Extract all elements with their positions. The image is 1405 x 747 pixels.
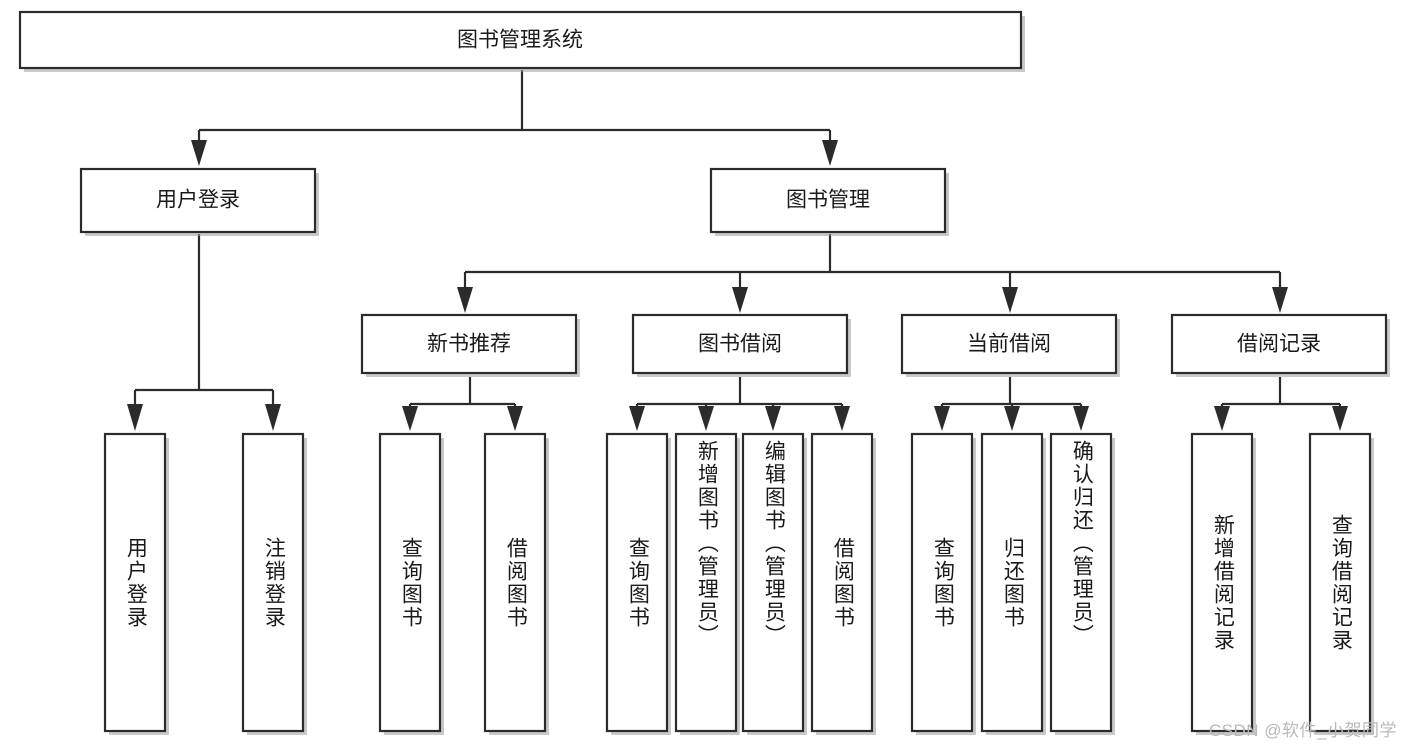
node-book-borrow[interactable]: 图书借阅 bbox=[631, 313, 851, 377]
node-book-management-label: 图书管理 bbox=[786, 189, 870, 212]
arrowhead-leaf-current-borrow-2 bbox=[1073, 406, 1089, 431]
arrowhead-leaf-user-login-1 bbox=[265, 404, 281, 431]
leaf-new-book-0-box[interactable] bbox=[378, 432, 442, 733]
arrowhead-leaf-new-book-1 bbox=[507, 406, 523, 431]
node-book-management-box[interactable] bbox=[709, 167, 947, 234]
watermark-text: CSDN @软件_小贺同学 bbox=[1208, 721, 1397, 740]
arrowhead-leaf-book-borrow-1 bbox=[698, 406, 714, 431]
arrowhead-leaf-user-login-0 bbox=[127, 404, 143, 431]
node-borrow-record[interactable]: 借阅记录 bbox=[1170, 313, 1390, 377]
leaf-borrow-record-0-box[interactable] bbox=[1190, 432, 1254, 733]
arrowhead-leaf-book-borrow-3 bbox=[834, 406, 850, 431]
leaf-book-borrow-2-box[interactable] bbox=[741, 432, 805, 733]
leaf-current-borrow-1-box[interactable] bbox=[980, 432, 1044, 733]
node-root-box[interactable] bbox=[18, 10, 1023, 70]
node-new-book-recommend-box[interactable] bbox=[360, 313, 578, 375]
node-new-book-recommend[interactable]: 新书推荐 bbox=[360, 313, 580, 377]
node-root[interactable]: 图书管理系统 bbox=[18, 10, 1025, 72]
arrowhead-book-borrow bbox=[732, 287, 748, 313]
leaf-current-borrow-2-box[interactable] bbox=[1049, 432, 1113, 733]
arrowhead-leaf-borrow-record-1 bbox=[1332, 406, 1348, 431]
arrowhead-leaf-new-book-0 bbox=[402, 406, 418, 431]
arrowhead-borrow-record bbox=[1272, 287, 1288, 313]
node-new-book-recommend-label: 新书推荐 bbox=[427, 333, 511, 356]
node-current-borrow-box[interactable] bbox=[900, 313, 1118, 375]
node-user-login-box[interactable] bbox=[79, 167, 317, 234]
node-borrow-record-box[interactable] bbox=[1170, 313, 1388, 375]
leaf-borrow-record-1-box[interactable] bbox=[1308, 432, 1372, 733]
node-book-borrow-box[interactable] bbox=[631, 313, 849, 375]
arrowhead-user-login bbox=[191, 140, 207, 166]
leaf-book-borrow-3-box[interactable] bbox=[810, 432, 874, 733]
arrowhead-leaf-current-borrow-1 bbox=[1004, 406, 1020, 431]
node-book-management[interactable]: 图书管理 bbox=[709, 167, 949, 236]
leaf-book-borrow-1-box[interactable] bbox=[674, 432, 738, 733]
arrowhead-leaf-current-borrow-0 bbox=[934, 406, 950, 431]
arrowhead-leaf-borrow-record-0 bbox=[1214, 406, 1230, 431]
node-current-borrow-label: 当前借阅 bbox=[967, 333, 1051, 356]
node-root-label: 图书管理系统 bbox=[457, 29, 583, 52]
arrowhead-new-book bbox=[457, 287, 473, 313]
node-current-borrow[interactable]: 当前借阅 bbox=[900, 313, 1120, 377]
leaf-boxes bbox=[103, 432, 1374, 735]
leaf-current-borrow-0-box[interactable] bbox=[910, 432, 974, 733]
node-borrow-record-label: 借阅记录 bbox=[1237, 333, 1321, 356]
arrowhead-current-borrow bbox=[1002, 287, 1018, 313]
node-user-login[interactable]: 用户登录 bbox=[79, 167, 319, 236]
connectors bbox=[127, 70, 1348, 431]
node-book-borrow-label: 图书借阅 bbox=[698, 333, 782, 356]
leaf-new-book-1-box[interactable] bbox=[483, 432, 547, 733]
arrowhead-book-mgmt bbox=[822, 140, 838, 166]
leaf-user-login-0-box[interactable] bbox=[103, 432, 167, 733]
leaf-book-borrow-0-box[interactable] bbox=[605, 432, 669, 733]
arrowhead-leaf-book-borrow-0 bbox=[629, 406, 645, 431]
arrowhead-leaf-book-borrow-2 bbox=[765, 406, 781, 431]
node-user-login-label: 用户登录 bbox=[156, 189, 240, 212]
leaf-user-login-1-box[interactable] bbox=[241, 432, 305, 733]
